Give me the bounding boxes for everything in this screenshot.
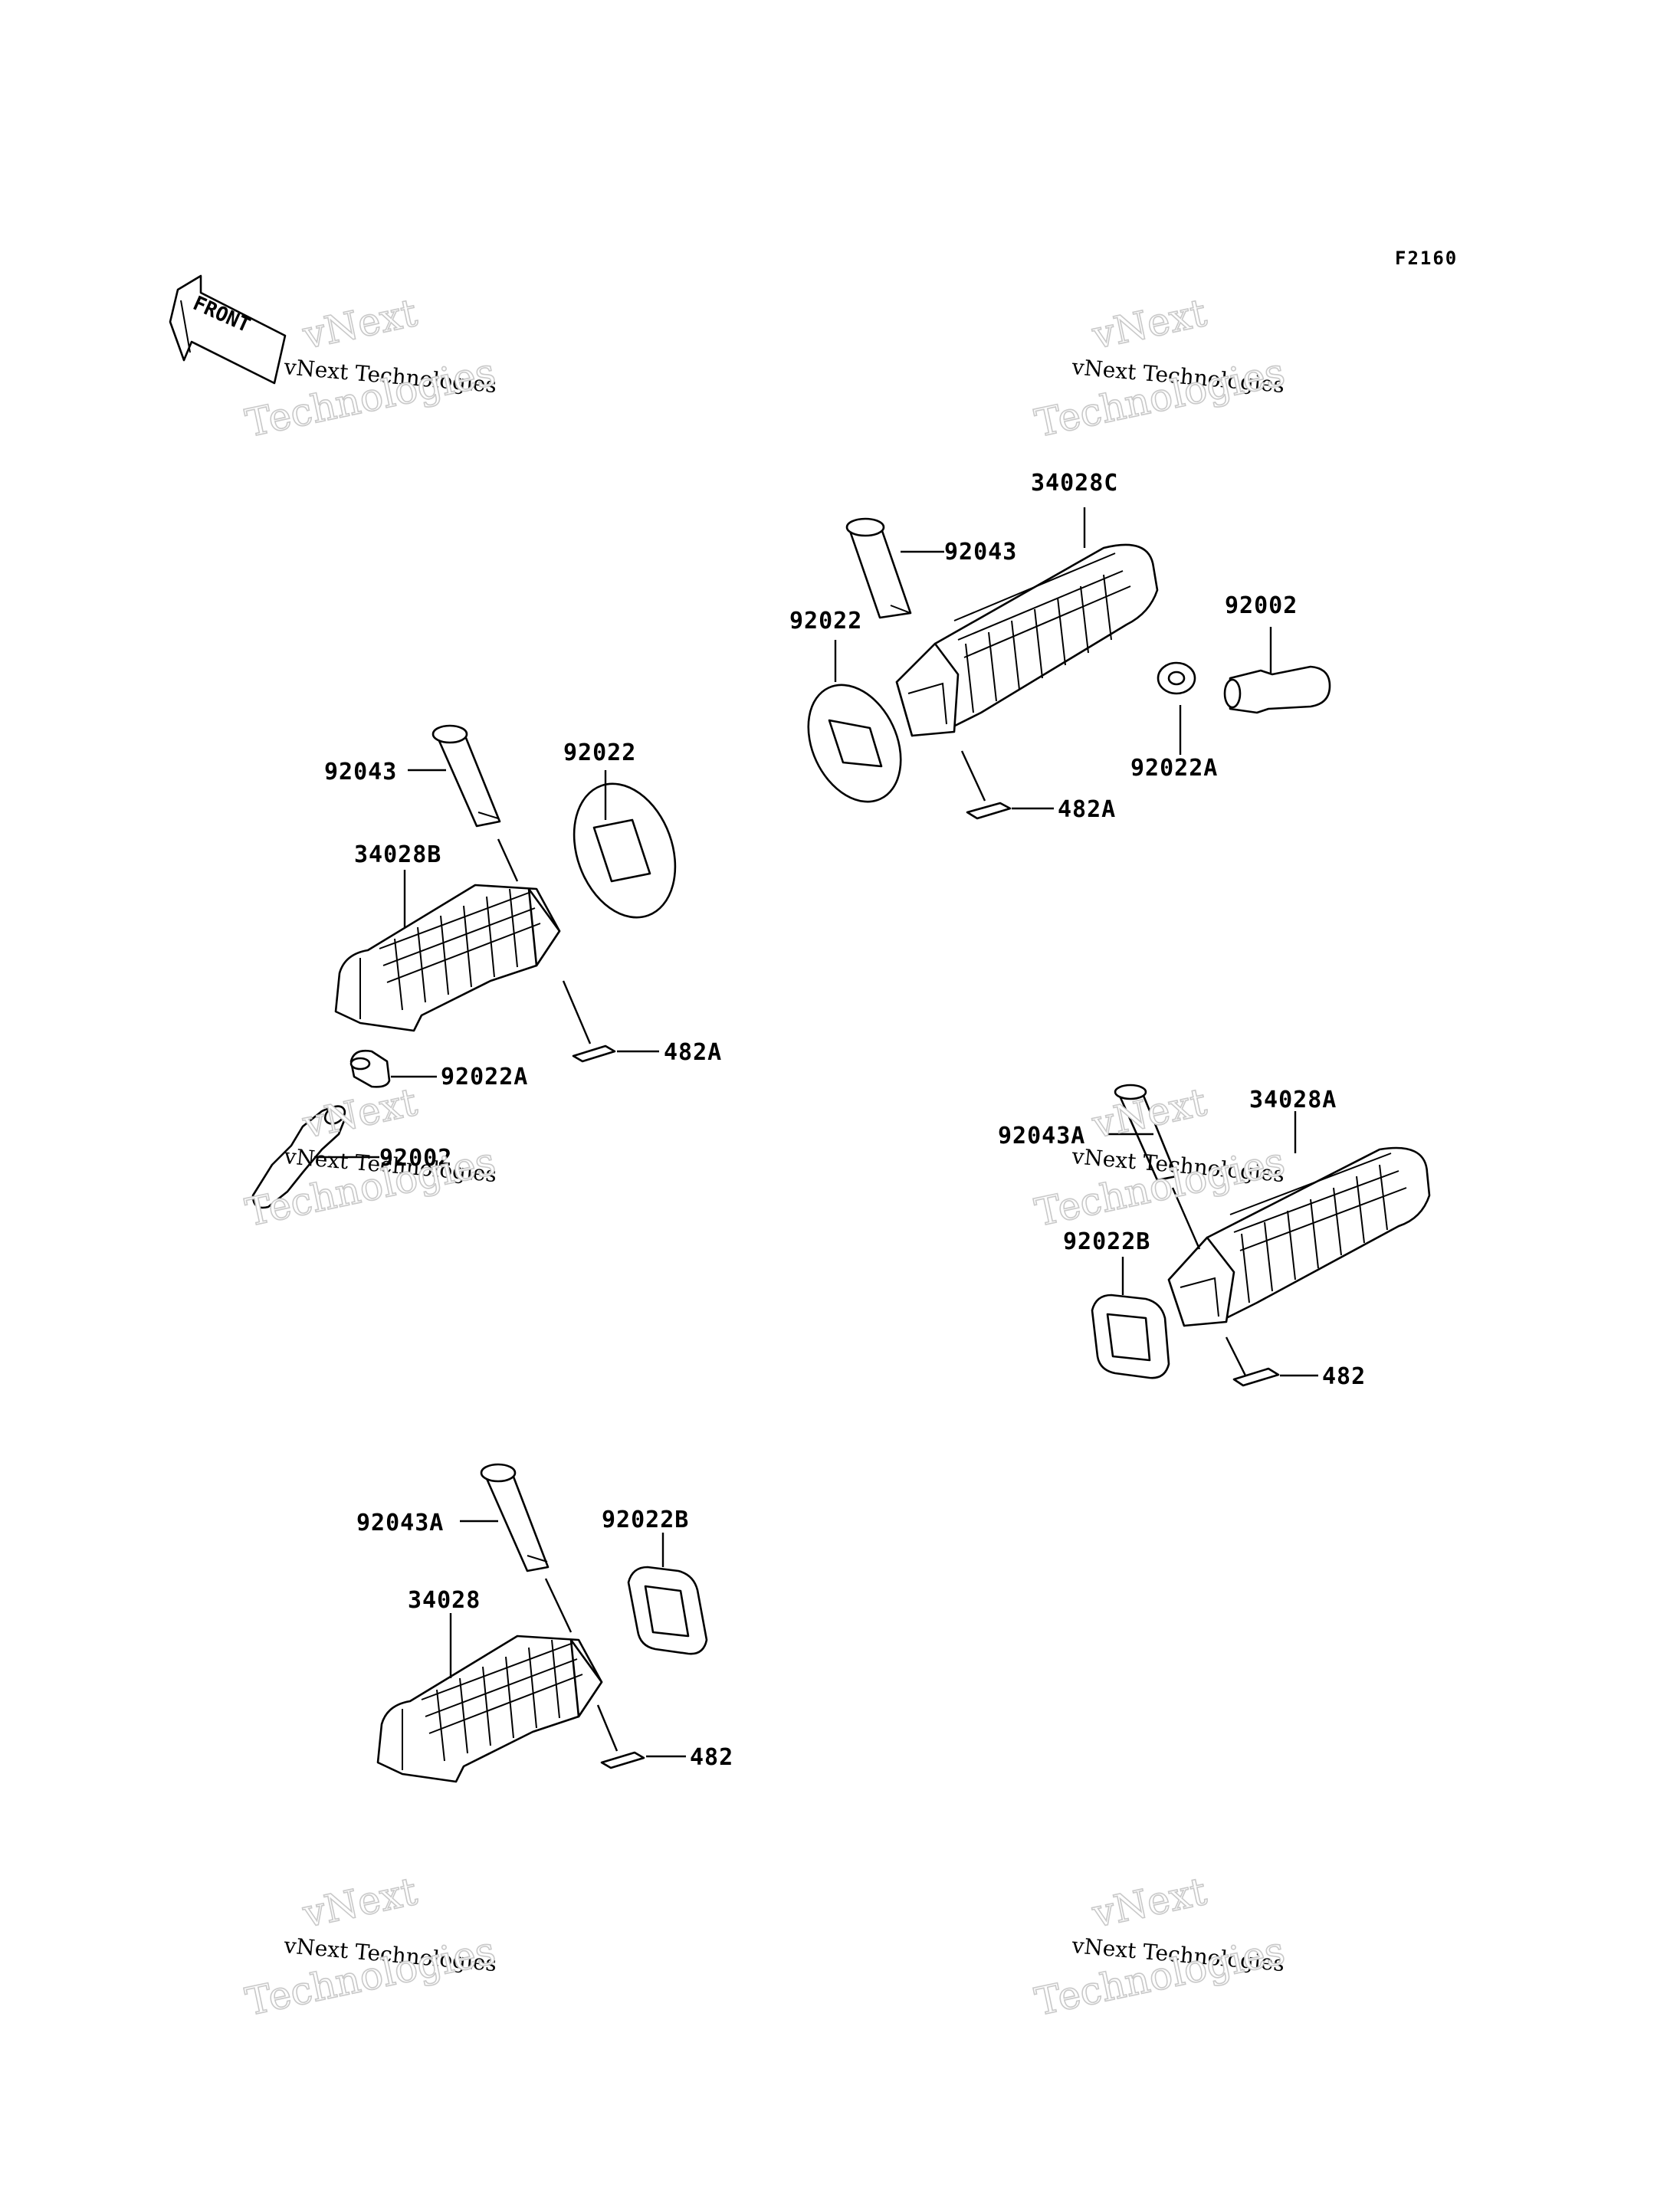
label-92022B-d: 92022B	[602, 1507, 689, 1533]
washer-92022-c	[807, 684, 902, 803]
label-34028B: 34028B	[354, 841, 441, 868]
washer-92022-b	[573, 782, 677, 919]
footpeg-34028	[376, 1635, 603, 1783]
assembly-34028B	[251, 724, 677, 1209]
seal-92022B-d	[627, 1566, 708, 1655]
footpeg-34028A	[1167, 1146, 1431, 1327]
spacer-92022A-b	[349, 1050, 391, 1088]
footpeg-34028C	[895, 543, 1159, 737]
watermark-bottom-left: vNext vNext Technologies Technologies	[241, 1868, 500, 2025]
label-92022B-a: 92022B	[1063, 1228, 1150, 1255]
label-92043A-d: 92043A	[356, 1510, 444, 1536]
watermark-top-right: vNext vNext Technologies Technologies	[1031, 290, 1289, 446]
pin-92043-b	[431, 724, 501, 828]
watermark-bottom-right: vNext vNext Technologies Technologies	[1031, 1868, 1289, 2025]
svg-text:vNext: vNext	[298, 1080, 421, 1147]
label-34028: 34028	[408, 1587, 481, 1614]
svg-text:vNext: vNext	[1088, 290, 1210, 358]
watermark-top-left: vNext vNext Technologies Technologies	[241, 290, 500, 446]
bolt-92002-c	[1223, 665, 1331, 714]
label-482-a: 482	[1322, 1363, 1366, 1390]
footpeg-34028B	[334, 884, 561, 1032]
label-92002-c: 92002	[1225, 592, 1298, 619]
assembly-34028	[376, 1463, 708, 1783]
label-92022-b: 92022	[563, 739, 636, 766]
diagram-code: F2160	[1395, 248, 1458, 269]
label-92022A-c: 92022A	[1130, 755, 1218, 782]
label-92043-c: 92043	[944, 539, 1017, 566]
label-92022A-b: 92022A	[441, 1064, 528, 1090]
assembly-34028A	[1091, 1084, 1431, 1387]
svg-text:vNext: vNext	[1088, 1869, 1210, 1936]
pin-92043A-d	[480, 1463, 550, 1572]
label-92043A-a: 92043A	[998, 1123, 1085, 1149]
cotter-482-d	[600, 1751, 645, 1769]
assembly-34028C	[807, 507, 1331, 820]
svg-text:vNext: vNext	[298, 1869, 421, 1936]
svg-text:vNext: vNext	[298, 290, 421, 358]
cotter-482A-c	[966, 802, 1012, 820]
label-92002-b: 92002	[379, 1145, 452, 1172]
label-482A-c: 482A	[1058, 796, 1116, 823]
label-34028A: 34028A	[1249, 1087, 1337, 1113]
seal-92022B-a	[1091, 1294, 1170, 1379]
label-92043-b: 92043	[324, 759, 397, 785]
label-34028C: 34028C	[1031, 470, 1118, 497]
pin-92043-c	[845, 517, 912, 619]
label-482-d: 482	[690, 1744, 733, 1771]
front-arrow-icon: FRONT	[169, 274, 287, 385]
cotter-482-a	[1232, 1367, 1280, 1387]
watermark-middle-right: vNext vNext Technologies Technologies	[1031, 1079, 1289, 1235]
cotter-482A-b	[572, 1044, 616, 1063]
label-92022-c: 92022	[789, 608, 862, 635]
label-482A-b: 482A	[664, 1039, 722, 1066]
spacer-92022A-c	[1157, 661, 1196, 695]
bolt-92002-b	[251, 1105, 346, 1209]
pin-92043A-a	[1114, 1084, 1178, 1182]
